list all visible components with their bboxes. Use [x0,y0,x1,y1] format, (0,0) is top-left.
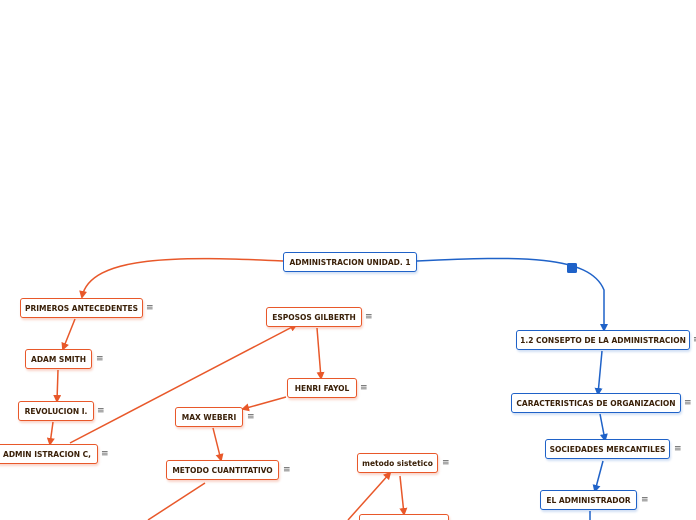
node-label: ADAM SMITH [31,354,86,364]
node-esposos-gilberth[interactable]: ESPOSOS GILBERTH [266,307,362,327]
node-label: PRIMEROS ANTECEDENTES [24,303,139,313]
node-admin-istracion[interactable]: ADMIN ISTRACION C, [0,444,98,464]
link-root-primeros [79,257,284,299]
node-menu-icon[interactable]: ≡ [442,458,450,468]
link-gilberth-fayol [316,327,325,380]
node-menu-icon[interactable]: ≡ [674,444,682,454]
link-weberi-metodo [212,427,224,462]
link-sociedades-administrador [592,460,604,493]
link-fayol-weberi [241,396,287,412]
node-primeros-antecedentes[interactable]: PRIMEROS ANTECEDENTES [20,298,143,318]
root-node[interactable]: ADMINISTRACION UNIDAD. 1 [283,252,417,272]
link-up-metodo-sist [347,471,392,520]
link-primeros-adam [61,318,76,351]
node-menu-icon[interactable]: ≡ [684,398,692,408]
link-concepto-caracteristicas [594,350,603,396]
node-label: METODO CUANTITATIVO [172,465,273,475]
node-label: MAX WEBERI [181,412,237,422]
node-label: REVOLUCION I. [24,406,88,416]
link-metodo-sist-down [399,475,408,516]
node-menu-icon[interactable]: ≡ [365,312,373,322]
node-menu-icon[interactable]: ≡ [101,449,109,459]
link-admin-gilberth [69,324,298,444]
node-label: ADMIN ISTRACION C, [3,449,91,459]
node-max-weberi[interactable]: MAX WEBERI [175,407,243,427]
node-menu-icon[interactable]: ≡ [247,412,255,422]
node-adam-smith[interactable]: ADAM SMITH [25,349,92,369]
node-label: metodo sistetico [362,458,433,468]
node-concepto-administracion[interactable]: 1.2 CONSEPTO DE LA ADMINISTRACION [516,330,690,350]
node-el-administrador[interactable]: EL ADMINISTRADOR [540,490,637,510]
node-menu-icon[interactable]: ≡ [641,495,649,505]
node-partial-bottom[interactable] [359,514,449,520]
node-label: CARACTERISTICAS DE ORGANIZACION [516,398,676,408]
node-revolucion[interactable]: REVOLUCION I. [18,401,94,421]
link-metodo-down [147,482,206,520]
link-revolucion-admin [46,421,55,446]
node-menu-icon[interactable]: ≡ [693,335,696,345]
node-menu-icon[interactable]: ≡ [360,383,368,393]
node-menu-icon[interactable]: ≡ [283,465,291,475]
node-metodo-cuantitativo[interactable]: METODO CUANTITATIVO [166,460,279,480]
node-label: 1.2 CONSEPTO DE LA ADMINISTRACION [520,335,686,345]
root-node-label: ADMINISTRACION UNIDAD. 1 [289,257,411,267]
node-label: ESPOSOS GILBERTH [272,312,356,322]
node-menu-icon[interactable]: ≡ [96,354,104,364]
link-root-concepto [416,257,608,332]
node-metodo-sistetico[interactable]: metodo sistetico [357,453,438,473]
link-adam-revolucion [53,369,62,403]
node-label: EL ADMINISTRADOR [546,495,631,505]
node-label: SOCIEDADES MERCANTILES [549,444,666,454]
link-caracteristicas-sociedades [599,413,608,442]
node-henri-fayol[interactable]: HENRI FAYOL [287,378,357,398]
node-menu-icon[interactable]: ≡ [97,406,105,416]
node-menu-icon[interactable]: ≡ [146,303,154,313]
node-sociedades-mercantiles[interactable]: SOCIEDADES MERCANTILES [545,439,670,459]
branch-collapse-handle[interactable] [567,263,577,273]
node-caracteristicas-organizacion[interactable]: CARACTERISTICAS DE ORGANIZACION [511,393,681,413]
node-label: HENRI FAYOL [294,383,350,393]
